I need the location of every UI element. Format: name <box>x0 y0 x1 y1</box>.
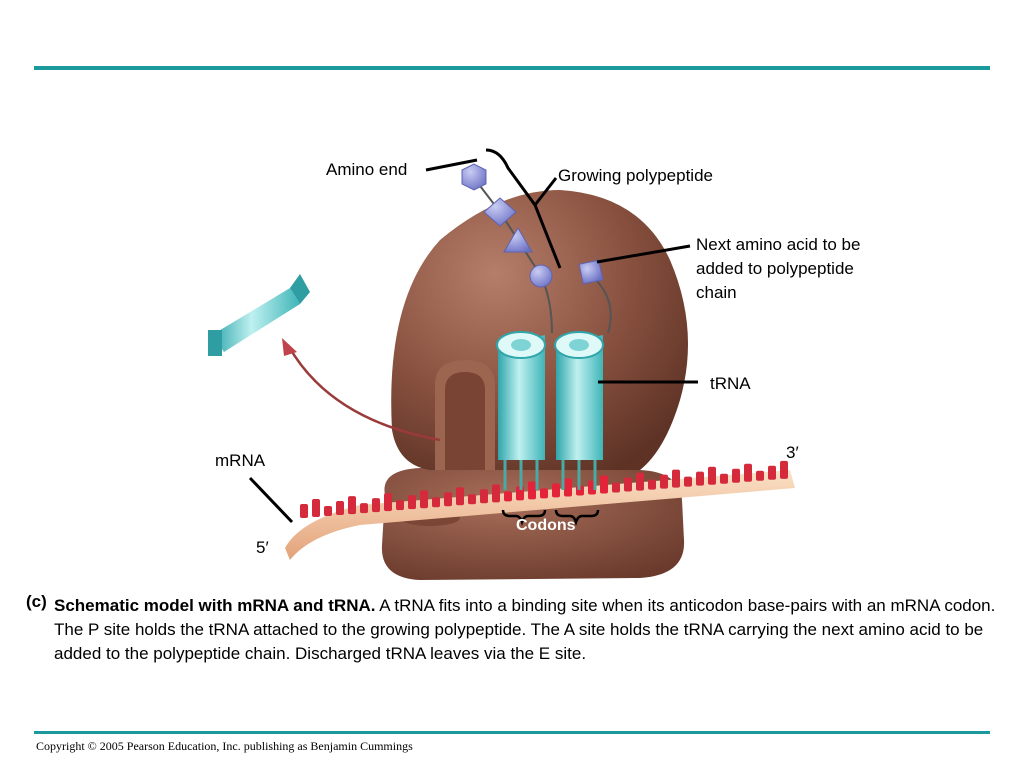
mrna-base <box>480 489 488 504</box>
codon-brace-p <box>501 509 547 526</box>
mrna-base <box>396 500 404 511</box>
caption-tag: (c) <box>26 592 47 611</box>
mrna-base <box>372 498 380 513</box>
next-amino-acid-leader <box>596 244 691 264</box>
mrna-base <box>648 479 656 490</box>
amino-end-label: Amino end <box>326 160 408 179</box>
mrna-base <box>624 477 632 492</box>
bottom-divider <box>34 731 990 734</box>
polypeptide-bracket <box>485 148 562 269</box>
three-prime-label: 3′ <box>786 443 799 462</box>
mrna-base <box>528 481 536 500</box>
growing-polypeptide-label: Growing polypeptide <box>558 166 713 185</box>
mrna-base <box>768 465 776 480</box>
exit-arrow <box>286 344 441 442</box>
mrna-strand <box>285 470 795 560</box>
mrna-base <box>780 460 788 479</box>
mrna-base <box>636 472 644 491</box>
mrna-base <box>708 466 716 485</box>
five-prime-label: 5′ <box>256 538 269 557</box>
mrna-base <box>540 488 548 499</box>
mrna-base <box>312 499 320 518</box>
mrna-base <box>696 471 704 486</box>
mrna-base <box>552 483 560 498</box>
mrna-bases <box>300 460 788 518</box>
polypeptide-leader <box>533 177 558 206</box>
growing-polypeptide-chain <box>461 163 553 334</box>
mrna-base <box>300 504 308 518</box>
mrna-base <box>720 473 728 484</box>
mrna-base <box>468 494 476 505</box>
mrna-base <box>384 493 392 512</box>
next-amino-acid-label: Next amino acid to be added to polypepti… <box>696 235 861 302</box>
mrna-leader <box>248 476 294 524</box>
exit-arrow-head <box>282 338 297 356</box>
mrna-base <box>684 476 692 487</box>
mrna-base <box>360 503 368 514</box>
caption-text: A tRNA fits into a binding site when its… <box>54 596 996 663</box>
mrna-base <box>504 491 512 502</box>
caption-body: Schematic model with mRNA and tRNA. A tR… <box>54 594 1006 666</box>
mrna-base <box>444 492 452 507</box>
p-site-trna <box>496 331 546 490</box>
mrna-base <box>600 475 608 494</box>
mrna-base <box>408 495 416 510</box>
mrna-base <box>732 468 740 483</box>
mrna-base <box>456 487 464 506</box>
mrna-base <box>612 482 620 493</box>
trna-label: tRNA <box>710 374 751 393</box>
copyright-notice: Copyright © 2005 Pearson Education, Inc.… <box>36 739 413 753</box>
mrna-base <box>564 478 572 497</box>
mrna-base <box>420 490 428 509</box>
amino-end-leader <box>425 158 478 172</box>
top-divider <box>34 66 990 70</box>
caption-title: Schematic model with mRNA and tRNA. <box>54 596 376 615</box>
discharged-trna <box>208 274 310 356</box>
figure-caption: (c) Schematic model with mRNA and tRNA. … <box>26 592 1006 666</box>
mrna-base <box>432 497 440 508</box>
mrna-base <box>672 469 680 488</box>
mrna-base <box>744 463 752 482</box>
a-site-trna <box>554 331 604 490</box>
mrna-base <box>492 484 500 503</box>
mrna-base <box>348 496 356 515</box>
mrna-label: mRNA <box>215 451 266 470</box>
codons-label: Codons <box>516 517 576 534</box>
mrna-base <box>660 474 668 489</box>
mrna-base <box>336 501 344 516</box>
mrna-base <box>756 470 764 481</box>
codon-brace-a <box>554 509 600 526</box>
mrna-base <box>324 506 332 517</box>
e-site-channel-inner <box>445 372 485 470</box>
next-amino-acid <box>578 259 612 334</box>
